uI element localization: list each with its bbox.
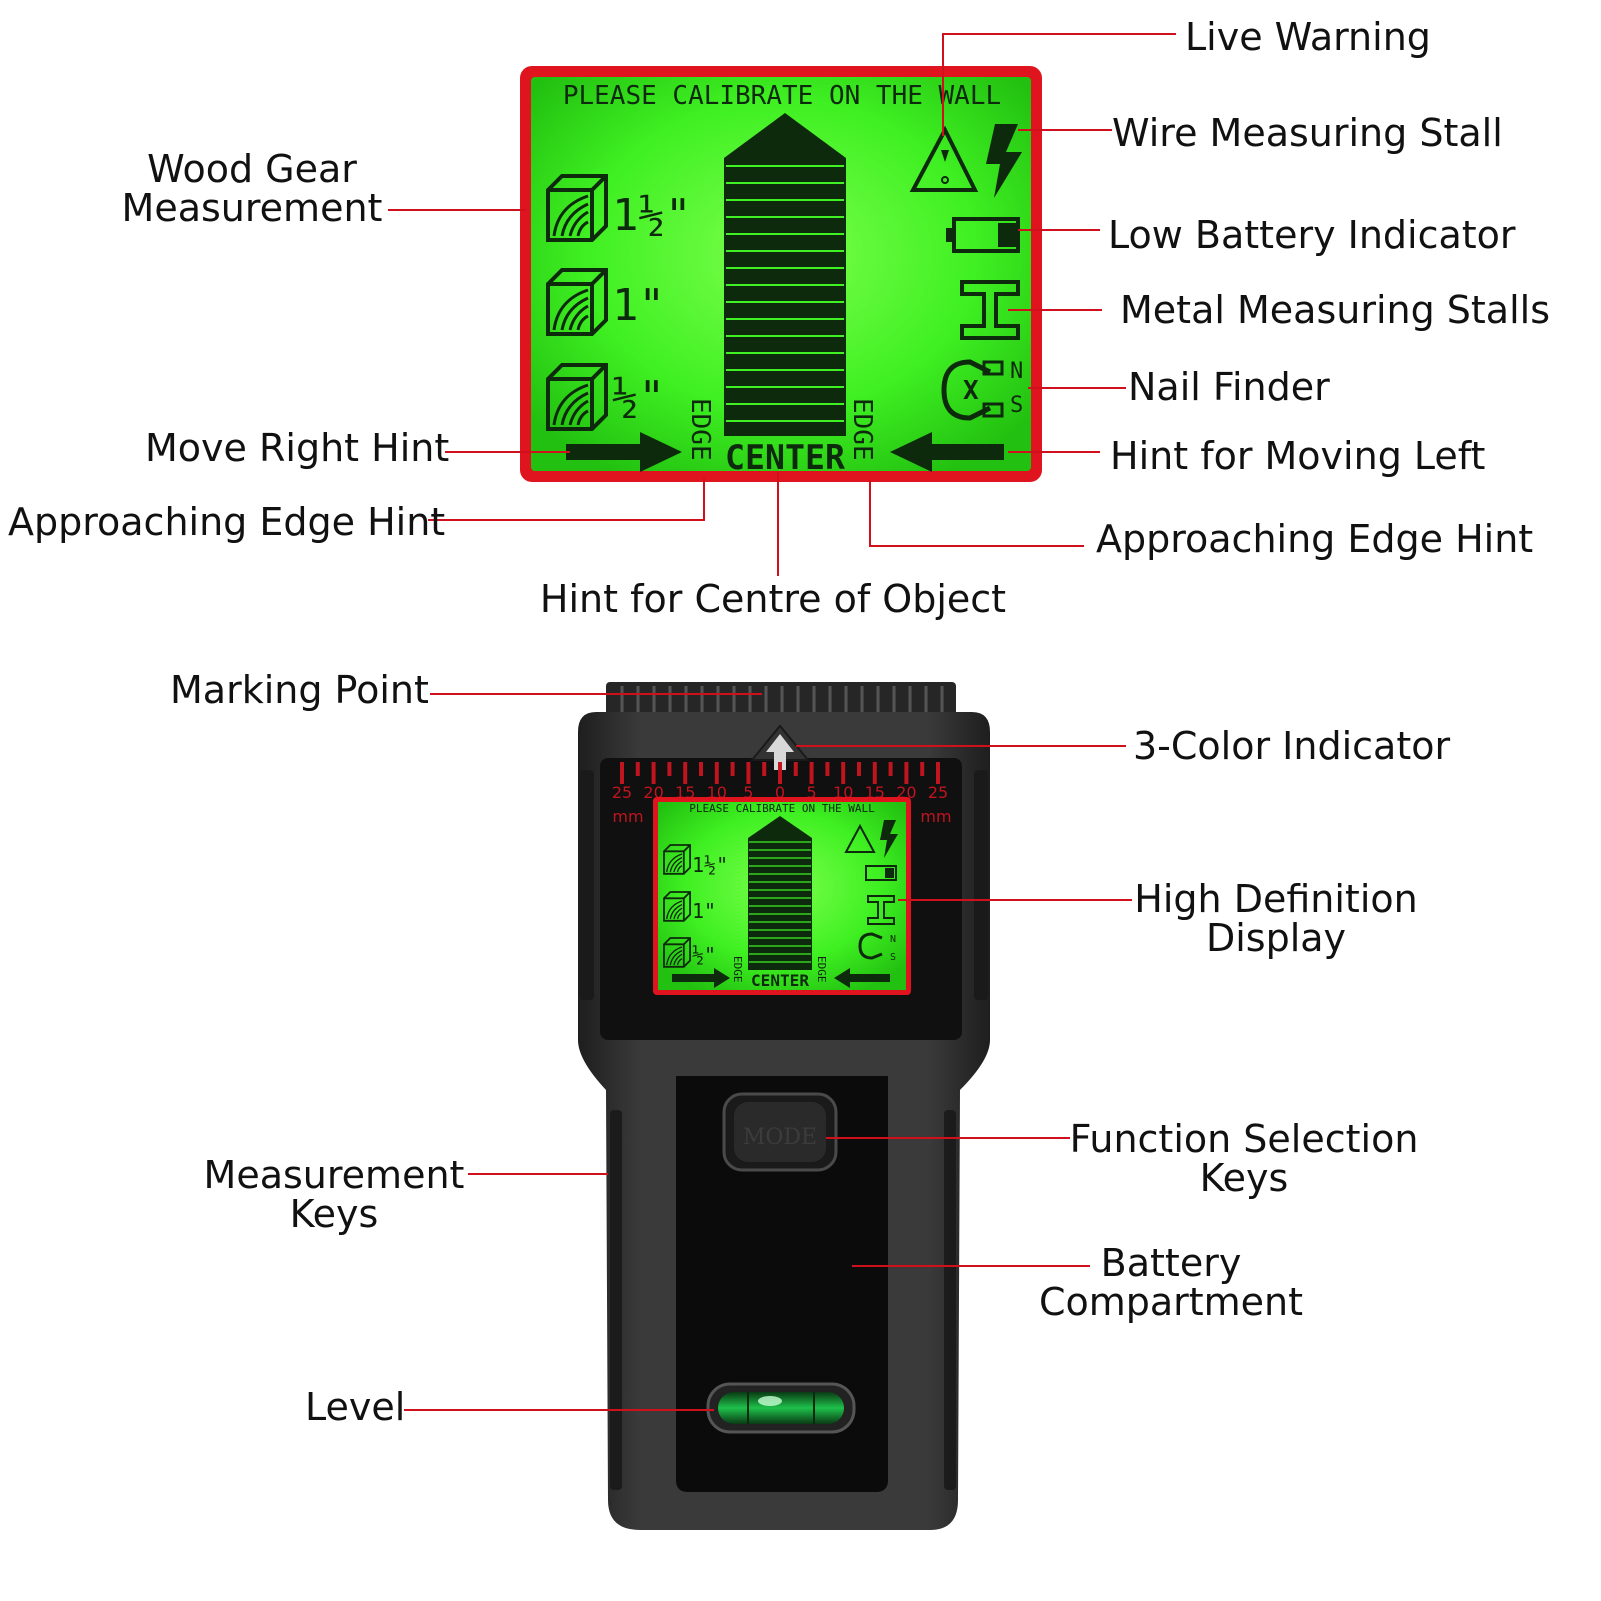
mm-left: mm bbox=[612, 807, 643, 826]
label-move-right: Move Right Hint bbox=[145, 426, 449, 470]
label-wire-measuring: Wire Measuring Stall bbox=[1112, 111, 1503, 155]
small-edge-left: EDGE bbox=[731, 956, 744, 983]
label-metal-measuring: Metal Measuring Stalls bbox=[1120, 288, 1550, 332]
arrow-right-icon bbox=[566, 432, 682, 472]
label-nail-finder: Nail Finder bbox=[1128, 365, 1330, 409]
scale-number: 5 bbox=[807, 783, 817, 802]
label-low-battery: Low Battery Indicator bbox=[1108, 213, 1516, 257]
label-measure-keys-1: Measurement bbox=[204, 1153, 465, 1197]
small-magnet-n: N bbox=[890, 934, 896, 945]
wood-label-2: 1" bbox=[612, 280, 665, 331]
label-live-warning: Live Warning bbox=[1185, 15, 1431, 59]
label-function-keys-1: Function Selection bbox=[1070, 1117, 1419, 1161]
edge-left-text: EDGE bbox=[685, 398, 715, 461]
scale-number: 5 bbox=[743, 783, 753, 802]
scale-number: 25 bbox=[612, 783, 632, 802]
label-hd-display-2: Display bbox=[1206, 916, 1346, 960]
label-marking-point: Marking Point bbox=[170, 668, 429, 712]
label-measure-keys-2: Keys bbox=[290, 1192, 379, 1236]
label-battery-2: Compartment bbox=[1039, 1280, 1303, 1324]
mode-button[interactable]: MODE bbox=[722, 1092, 838, 1172]
svg-text:X: X bbox=[963, 376, 979, 406]
wood-label-3: ½" bbox=[612, 372, 665, 423]
calibrate-text: PLEASE CALIBRATE ON THE WALL bbox=[563, 81, 1001, 111]
top-labels: Live Warning Wire Measuring Stall Wood G… bbox=[8, 15, 1550, 621]
label-hd-display-1: High Definition bbox=[1134, 877, 1417, 921]
signal-bar-graph bbox=[724, 113, 846, 436]
label-function-keys-2: Keys bbox=[1200, 1156, 1289, 1200]
i-beam-icon bbox=[960, 280, 1020, 340]
level-vial bbox=[706, 1382, 856, 1434]
wood-label-1: 1½" bbox=[612, 190, 691, 241]
label-move-left: Hint for Moving Left bbox=[1110, 434, 1485, 478]
label-wood-gear-1: Wood Gear bbox=[147, 147, 357, 191]
small-magnet-s: S bbox=[890, 952, 896, 963]
label-centre: Hint for Centre of Object bbox=[540, 577, 1006, 621]
mm-right: mm bbox=[920, 807, 951, 826]
small-edge-right: EDGE bbox=[815, 956, 828, 983]
center-text: CENTER bbox=[725, 438, 846, 478]
magnet-icon: X N S bbox=[941, 359, 1023, 421]
scale-number: 25 bbox=[928, 783, 948, 802]
label-edge-left: Approaching Edge Hint bbox=[8, 500, 445, 544]
label-three-color: 3-Color Indicator bbox=[1133, 724, 1450, 768]
battery-icon bbox=[946, 217, 1020, 253]
lightning-icon bbox=[986, 124, 1022, 198]
small-wood-label-2: 1" bbox=[692, 899, 716, 923]
magnet-s-label: S bbox=[1010, 393, 1023, 418]
label-wood-gear-2: Measurement bbox=[122, 186, 383, 230]
lcd-large: PLEASE CALIBRATE ON THE WALL 1½" 1" ½" bbox=[520, 66, 1042, 482]
scale-number: 0 bbox=[775, 783, 785, 802]
magnet-n-label: N bbox=[1010, 359, 1023, 384]
bottom-labels: Marking Point 3-Color Indicator High Def… bbox=[170, 668, 1450, 1429]
edge-right-text: EDGE bbox=[847, 398, 877, 461]
small-wood-label-1: 1½" bbox=[692, 853, 728, 877]
label-level: Level bbox=[305, 1385, 405, 1429]
indicator-arrow-icon bbox=[766, 734, 794, 770]
mode-button-label: MODE bbox=[743, 1125, 817, 1150]
small-calibrate-text: PLEASE CALIBRATE ON THE WALL bbox=[689, 802, 875, 815]
bottom-leader-lines bbox=[404, 693, 1132, 1411]
arrow-left-icon bbox=[890, 432, 1004, 472]
small-wood-label-3: ½" bbox=[692, 943, 716, 967]
label-edge-right: Approaching Edge Hint bbox=[1096, 517, 1533, 561]
small-center-text: CENTER bbox=[751, 971, 809, 990]
warning-triangle-icon bbox=[909, 125, 979, 192]
wood-gear-icons: 1½" 1" ½" bbox=[546, 174, 691, 431]
label-battery-1: Battery bbox=[1101, 1241, 1242, 1285]
top-leader-lines bbox=[388, 33, 1176, 576]
small-lcd: PLEASE CALIBRATE ON THE WALL 1½" 1" ½" N… bbox=[653, 797, 911, 995]
